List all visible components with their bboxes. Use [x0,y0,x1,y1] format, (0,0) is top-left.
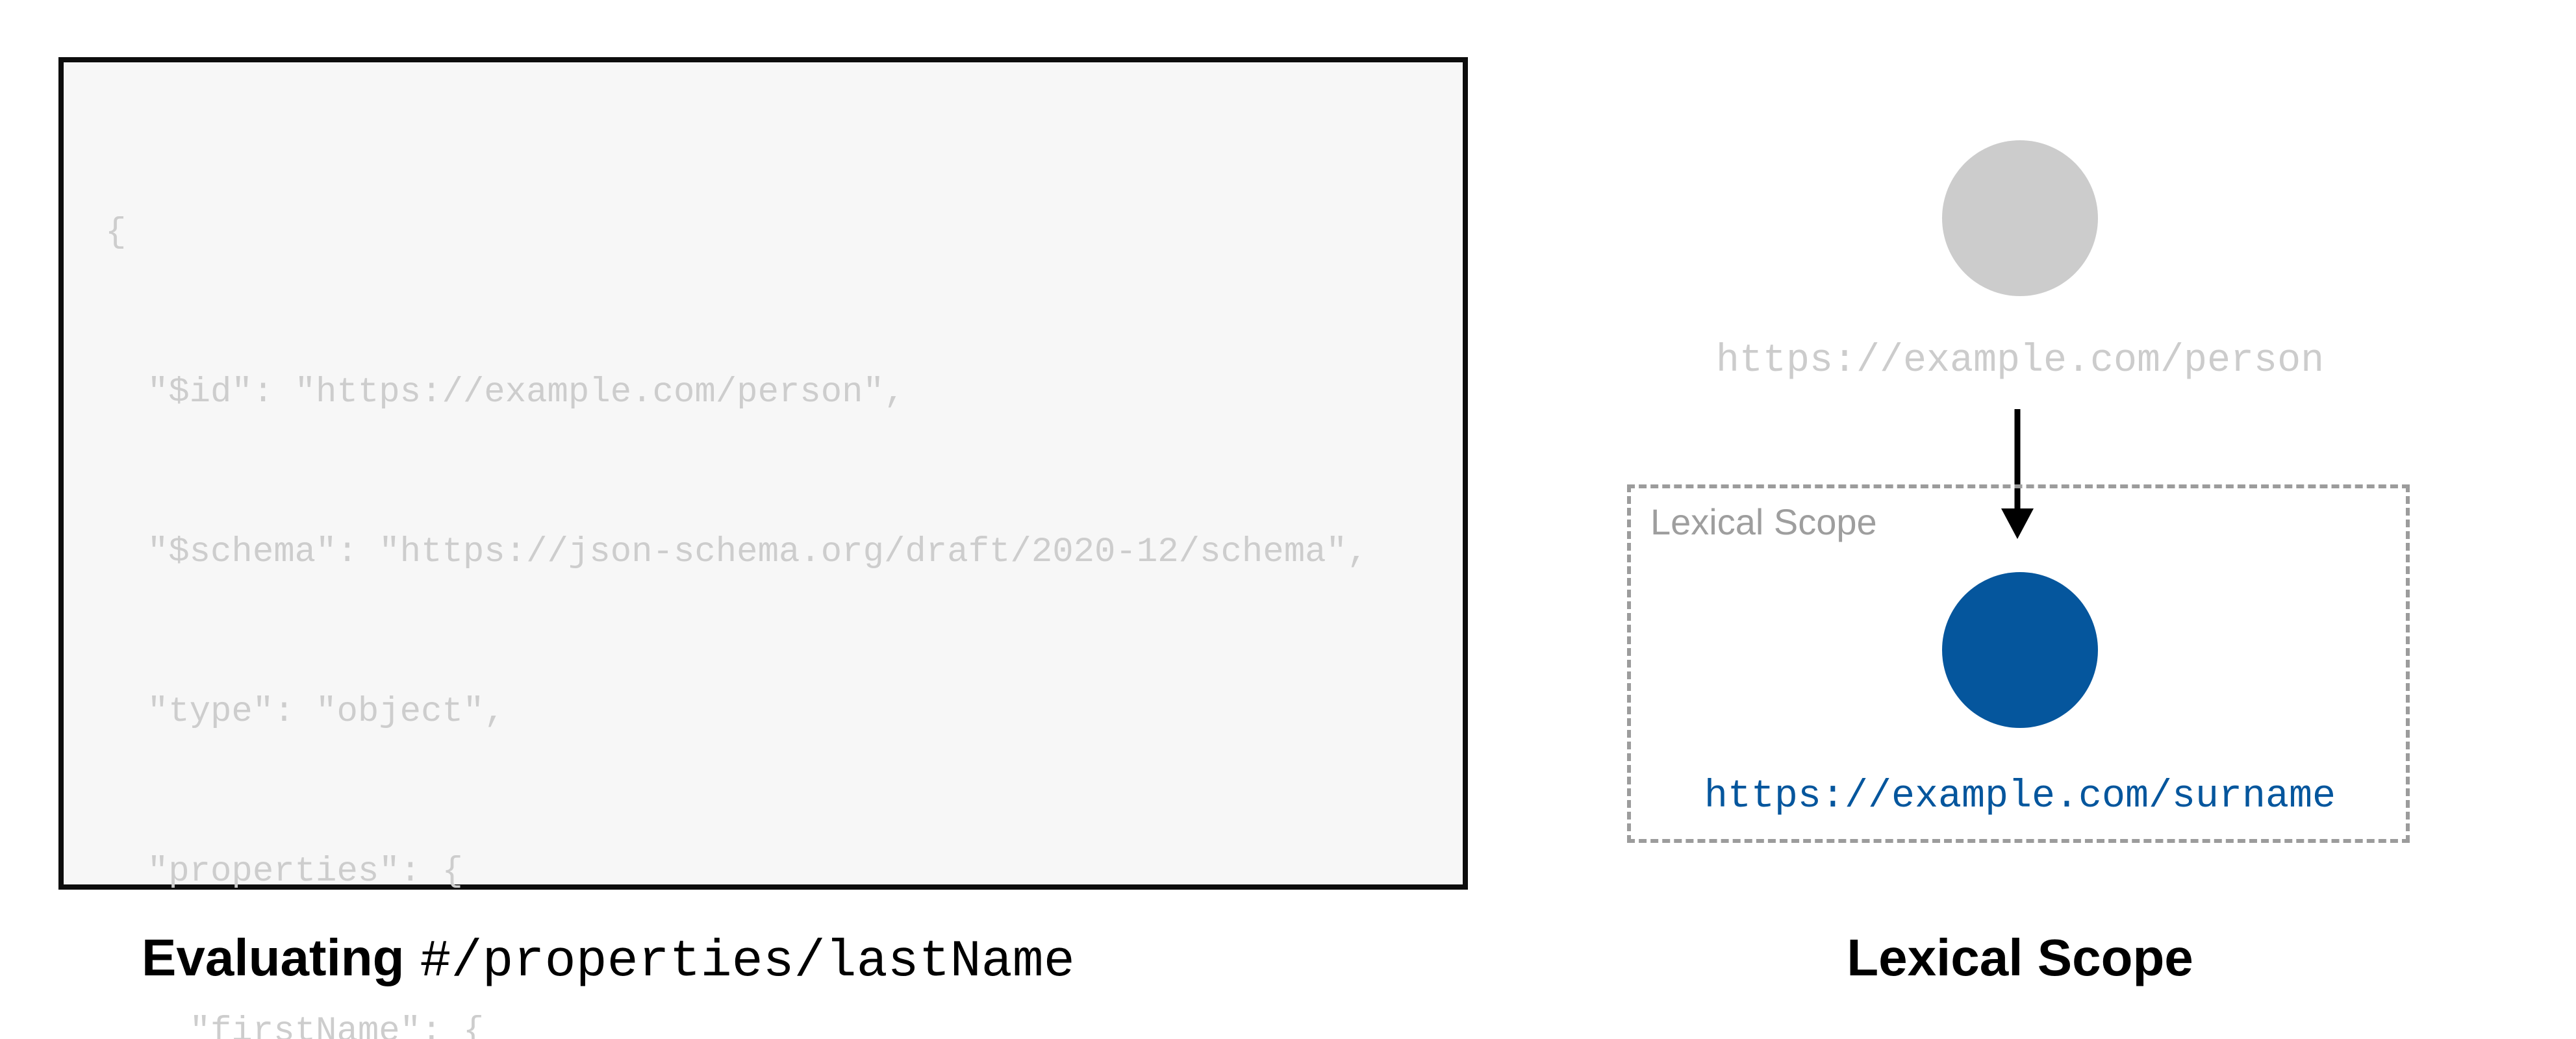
left-caption-pointer: #/properties/lastName [420,933,1075,992]
json-schema-code: { "$id": "https://example.com/person", "… [105,100,1368,1039]
parent-schema-node [1942,140,2098,296]
code-line: { [105,213,127,253]
lexical-scope-box: Lexical Scope [1627,484,2410,843]
right-caption: Lexical Scope [1847,929,2193,986]
embedded-schema-node [1942,572,2098,728]
lexical-scope-label: Lexical Scope [1650,501,1877,542]
code-line: "firstName": { [105,1012,485,1039]
code-line: "properties": { [105,852,463,892]
arrow-down-icon [2001,409,2034,539]
left-caption: Evaluating#/properties/lastName [142,932,1075,988]
code-line: "$id": "https://example.com/person", [105,373,905,412]
code-line: "type": "object", [105,692,505,732]
left-caption-word: Evaluating [142,929,405,986]
embedded-uri-label: https://example.com/surname [1704,775,2336,819]
code-line: "$schema": "https://json-schema.org/draf… [105,532,1369,572]
json-schema-code-box: { "$id": "https://example.com/person", "… [58,57,1468,1039]
parent-uri-label: https://example.com/person [1715,339,2325,383]
